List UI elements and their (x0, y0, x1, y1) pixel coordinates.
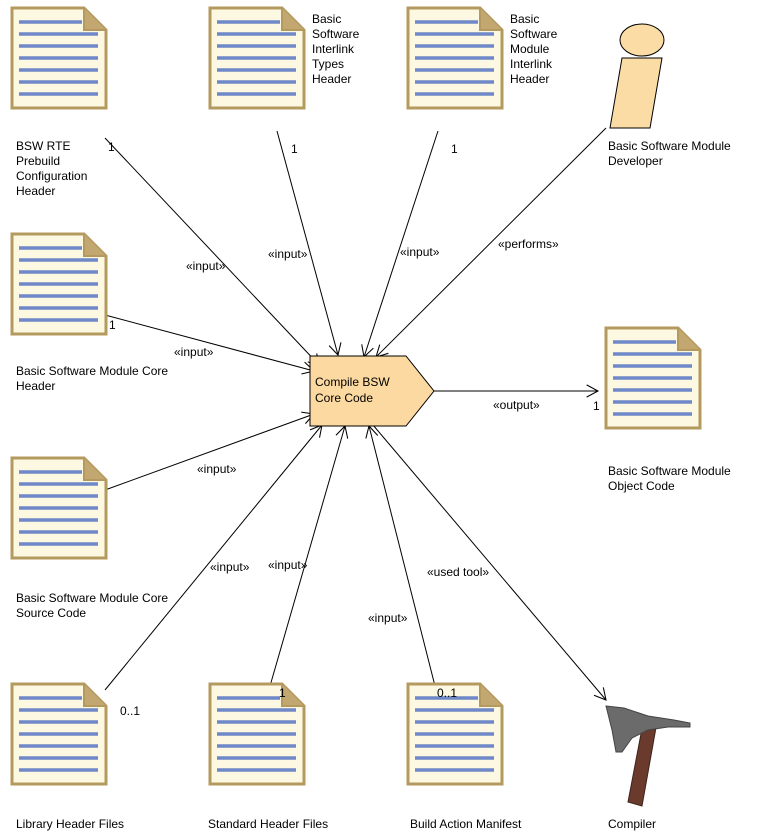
role-label: Basic Software Module Developer (608, 139, 731, 168)
edge-core-source (104, 411, 316, 491)
stereotype-input-core-source: «input» (197, 462, 237, 476)
multiplicity-output: 1 (593, 399, 600, 413)
document-icon (604, 326, 702, 430)
multiplicity-rte: 1 (108, 140, 115, 154)
document-icon (10, 6, 108, 110)
multiplicity-interlink-types: 1 (291, 142, 298, 156)
document-icon (10, 456, 108, 560)
stereotype-input-standard: «input» (268, 558, 308, 572)
edge-build-manifest (365, 424, 436, 687)
stereotype-output: «output» (493, 398, 540, 412)
edge-library-headers (104, 424, 323, 691)
stereotype-input-manifest: «input» (368, 611, 408, 625)
edge-module-interlink (361, 130, 439, 359)
artifact-label-object-code: Basic Software Module Object Code (608, 464, 731, 493)
stereotype-input-module-interlink: «input» (400, 245, 440, 259)
stereotype-input-library: «input» (210, 560, 250, 574)
artifact-label-rte-prebuild-header: BSW RTE Prebuild Configuration Header (16, 139, 88, 198)
document-icon (10, 232, 108, 336)
artifact-label-core-header: Basic Software Module Core Header (16, 364, 169, 393)
edge-standard-headers (269, 424, 349, 687)
artifact-label-module-interlink-header: Basic Software Module Interlink Header (510, 12, 558, 86)
document-icon (10, 682, 108, 786)
edge-core-header (104, 314, 316, 375)
edge-used-tool (372, 424, 607, 701)
multiplicity-library: 0..1 (120, 704, 141, 718)
stereotype-used-tool: «used tool» (427, 565, 490, 579)
document-icon (208, 682, 306, 786)
tool-label: Compiler (608, 817, 657, 831)
stereotype-input-interlink-types: «input» (268, 247, 308, 261)
stereotype-input-core-header: «input» (174, 345, 214, 359)
multiplicity-manifest: 0..1 (437, 686, 458, 700)
task-shape (309, 355, 435, 427)
connectors (104, 127, 607, 701)
artifact-label-core-source: Basic Software Module Core Source Code (16, 591, 169, 620)
hammer-icon (605, 705, 691, 807)
edge-interlink-types (276, 130, 342, 357)
edge-performs (375, 127, 607, 358)
artifact-label-library-headers: Library Header Files (16, 817, 125, 831)
artifact-label-standard-headers: Standard Header Files (208, 817, 329, 831)
stereotype-input-rte: «input» (186, 259, 226, 273)
role-icon (609, 23, 665, 129)
multiplicity-standard: 1 (279, 686, 286, 700)
task-label: Compile BSW Core Code (315, 375, 390, 405)
document-icon (406, 6, 504, 110)
multiplicity-module-interlink: 1 (451, 142, 458, 156)
stereotype-performs: «performs» (498, 237, 559, 251)
artifact-label-build-manifest: Build Action Manifest (410, 817, 522, 831)
document-icon (208, 6, 306, 110)
multiplicity-core-header: 1 (109, 318, 116, 332)
artifact-label-interlink-types-header: Basic Software Interlink Types Header (312, 12, 360, 86)
edge-rte-header (104, 137, 321, 367)
